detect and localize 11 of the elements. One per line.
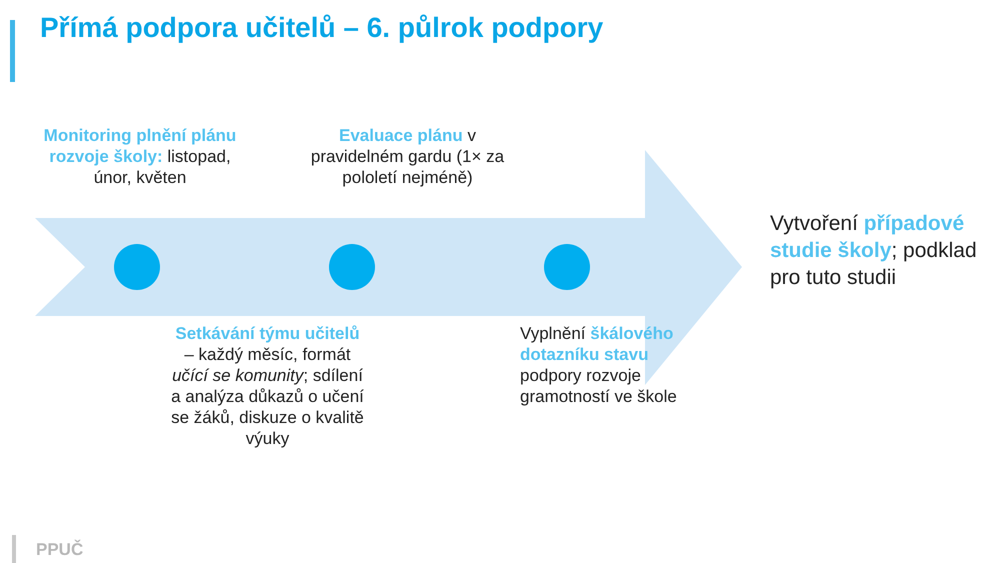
milestone-dot	[329, 244, 375, 290]
milestone-text: Monitoring plnění plánu rozvoje školy: listopad, únor, květen	[42, 125, 238, 188]
conclusion-text: Vytvoření případové studie školy; podklad pro tuto studii	[770, 211, 978, 291]
milestone-dot	[114, 244, 160, 290]
milestone-text: Setkávání týmu učitelů – každý měsíc, formát učící se komunity; sdílení a analýza důkazů o učení se žáků, diskuze o kvalitě výuky	[170, 323, 365, 449]
milestone-dot	[544, 244, 590, 290]
footer-text: PPUČ	[36, 540, 84, 560]
timeline-arrow	[35, 150, 745, 385]
slide-title: Přímá podpora učitelů – 6. půlrok podpory	[40, 12, 604, 44]
milestone-text: Evaluace plánu v pravidelném gardu (1× za pololetí nejméně)	[310, 125, 506, 188]
milestone-text: Vyplnění škálového dotazníku stavu podpory rozvoje gramotností ve škole	[520, 323, 678, 407]
